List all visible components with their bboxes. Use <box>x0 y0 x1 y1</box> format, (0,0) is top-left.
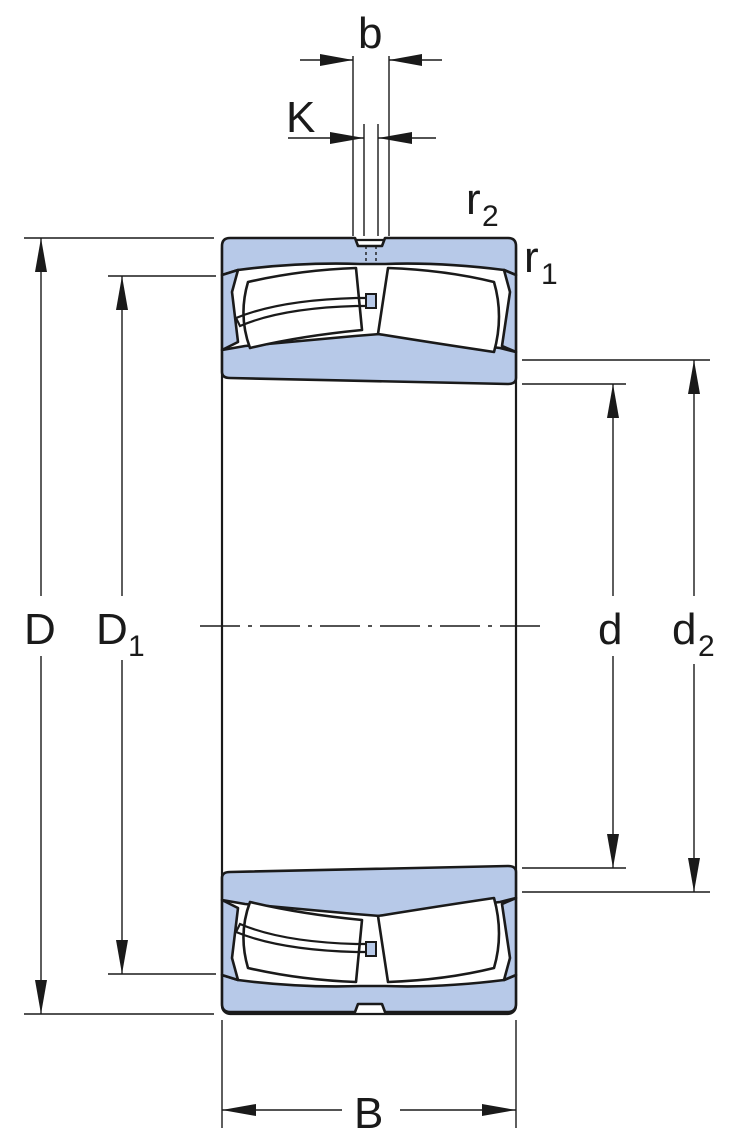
dimension-d2 <box>522 359 710 893</box>
bottom-section <box>220 864 518 1014</box>
seal-left-bottom <box>220 898 240 982</box>
label-d: d <box>598 605 622 654</box>
bearing-outline <box>220 238 518 1016</box>
label-K: K <box>286 93 315 142</box>
top-section <box>220 236 518 386</box>
roller-right-bottom <box>376 896 501 984</box>
roller-right-top <box>376 266 501 354</box>
label-d2: d <box>672 605 696 654</box>
label-B: B <box>354 1089 383 1138</box>
cage-bridge-bottom <box>365 941 377 957</box>
dimension-d <box>522 383 626 869</box>
cage-bridge-top <box>365 293 377 309</box>
label-D: D <box>24 605 56 654</box>
label-r1-sub: 1 <box>541 258 558 291</box>
label-D1-sub: 1 <box>128 630 145 663</box>
dimension-K <box>288 124 436 236</box>
cage-bottom <box>234 922 370 954</box>
dimension-D <box>24 237 214 1015</box>
label-D1: D <box>96 605 128 654</box>
outer-ring-top <box>220 236 518 277</box>
seal-left-top <box>220 268 240 352</box>
label-r2-sub: 2 <box>482 200 499 233</box>
dimension-B <box>221 1020 517 1128</box>
label-d2-sub: 2 <box>698 630 715 663</box>
label-r2: r <box>466 175 481 224</box>
dimension-D1 <box>108 275 216 975</box>
label-r1: r <box>524 233 539 282</box>
roller-left-bottom <box>242 900 364 984</box>
seal-right-top <box>500 268 518 354</box>
label-b: b <box>358 9 382 58</box>
roller-left-top <box>242 266 364 350</box>
seal-right-bottom <box>500 896 518 982</box>
dimension-b <box>300 54 442 236</box>
